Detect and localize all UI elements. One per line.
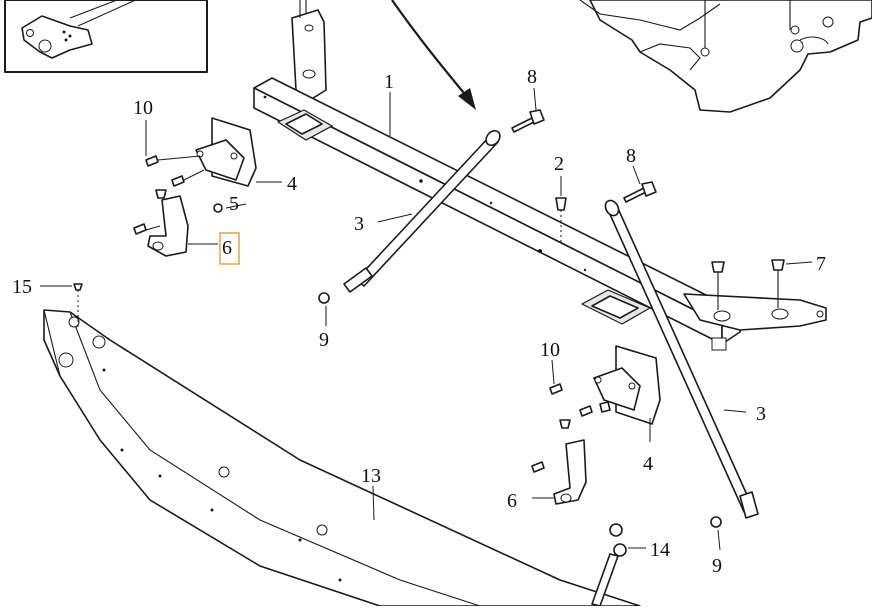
right-bracket-assembly <box>531 345 661 505</box>
callout-10-left: 10 <box>133 97 153 119</box>
nut-9-left <box>318 292 330 304</box>
bolt-14 <box>591 523 627 607</box>
callout-8-right: 8 <box>626 145 636 167</box>
callout-3-right: 3 <box>756 403 766 425</box>
callout-9-right: 9 <box>712 555 722 577</box>
callout-15: 15 <box>12 276 32 298</box>
bolt-8-right <box>623 181 657 203</box>
callout-4-right: 4 <box>643 453 653 475</box>
stud-2 <box>555 197 567 244</box>
callout-6-highlight <box>219 232 240 265</box>
callout-3-left: 3 <box>354 213 364 235</box>
tie-rod-right <box>604 199 759 519</box>
callout-5: 5 <box>229 193 239 215</box>
callout-14: 14 <box>650 539 670 561</box>
callout-6-left: 6 <box>222 237 232 259</box>
callout-4-left: 4 <box>287 173 297 195</box>
inset-detail-view <box>4 0 208 73</box>
tie-rod-left <box>343 129 501 293</box>
callout-6-right: 6 <box>507 490 517 512</box>
callout-8-upper: 8 <box>527 66 537 88</box>
front-panel-fragment <box>579 0 872 113</box>
callout-13: 13 <box>361 465 381 487</box>
upper-mount-bracket <box>291 0 327 101</box>
callout-labels: 1 2 3 3 4 4 5 6 6 7 8 8 9 9 10 10 13 14 … <box>12 66 826 577</box>
crossmember-beam <box>253 77 741 351</box>
bolt-15 <box>73 283 83 330</box>
nut-9-right <box>710 516 722 528</box>
callout-10-right: 10 <box>540 339 560 361</box>
callout-9-left: 9 <box>319 329 329 351</box>
bolt-8-upper <box>511 109 545 133</box>
direction-arrow <box>391 0 476 110</box>
callout-7: 7 <box>816 253 826 275</box>
left-bracket-assembly <box>133 117 257 257</box>
leader-lines <box>40 87 813 551</box>
callout-1: 1 <box>384 71 394 93</box>
callout-2: 2 <box>554 153 564 175</box>
right-mount-plate <box>683 259 827 331</box>
